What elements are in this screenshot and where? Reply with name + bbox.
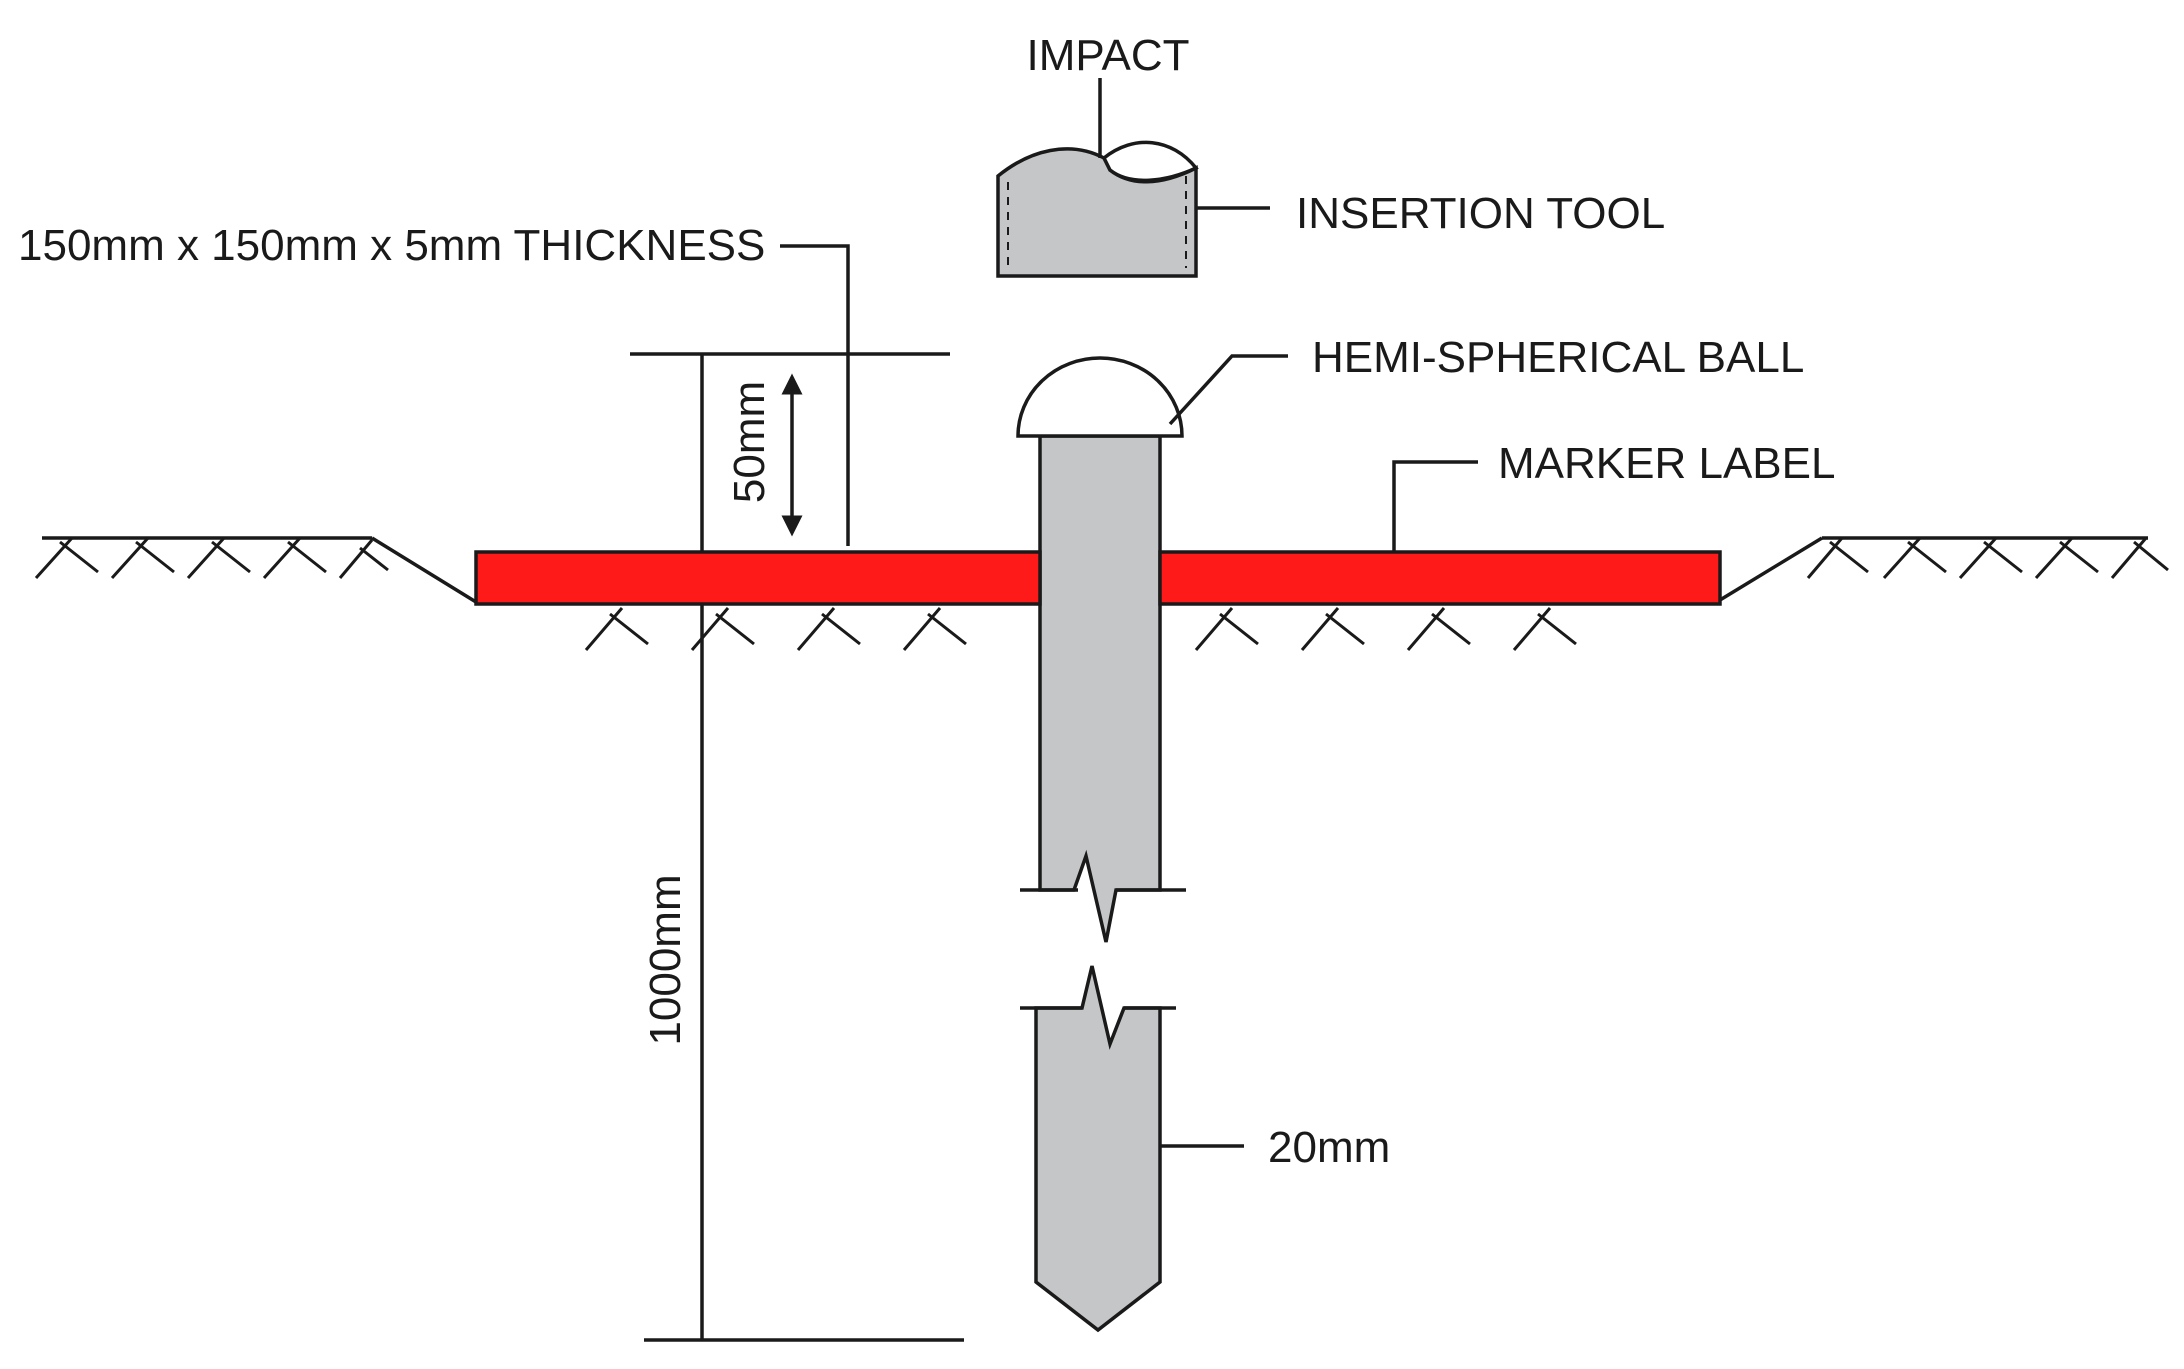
label-50mm: 50mm xyxy=(725,381,774,503)
label-insertion-tool: INSERTION TOOL xyxy=(1296,189,1665,238)
label-hemi-spherical-ball: HEMI-SPHERICAL BALL xyxy=(1312,333,1804,382)
marker-label-leader-line xyxy=(1392,460,1478,552)
label-plate-dims: 150mm x 150mm x 5mm THICKNESS xyxy=(18,221,765,270)
label-20mm: 20mm xyxy=(1268,1123,1390,1172)
hemi-ball-leader-line xyxy=(1168,354,1288,426)
rod-lower-segment xyxy=(1034,965,1162,1333)
plate-dims-leader-line xyxy=(780,244,850,546)
soil-hatching-under-plate-right xyxy=(1194,607,1577,651)
label-impact: IMPACT xyxy=(1027,31,1190,80)
marker-label-plate-right xyxy=(1158,550,1722,606)
soil-hatching-left xyxy=(34,536,389,580)
dimension-1000mm xyxy=(644,604,964,1342)
insertion-tool xyxy=(996,140,1199,278)
hemi-spherical-ball xyxy=(1016,356,1184,438)
rod-upper-segment xyxy=(1038,434,1162,943)
label-marker-label: MARKER LABEL xyxy=(1498,439,1835,488)
dimension-50mm xyxy=(630,352,950,552)
label-1000mm: 1000mm xyxy=(641,874,690,1045)
ground-surface xyxy=(42,536,2148,604)
marker-label-plate-left xyxy=(474,550,1042,606)
soil-hatching-under-plate-left xyxy=(584,607,967,651)
soil-hatching-right xyxy=(1806,536,2169,580)
